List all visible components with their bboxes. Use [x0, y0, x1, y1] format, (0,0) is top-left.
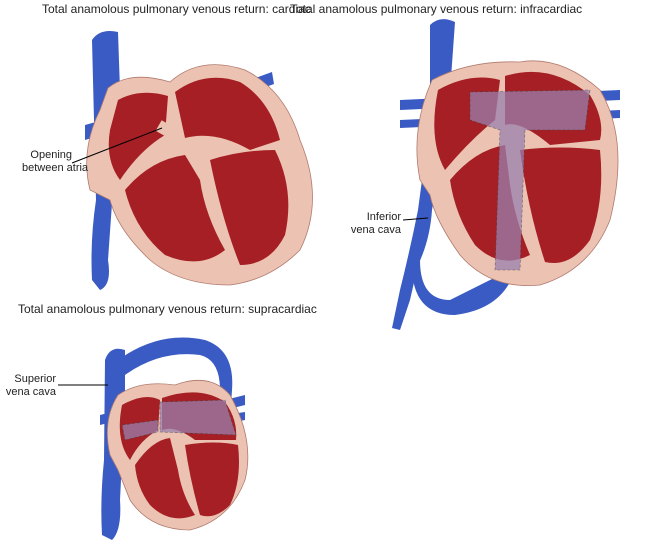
label-line: between atria [22, 162, 89, 174]
panel-title-cardiac: Total anamolous pulmonary venous return:… [42, 2, 311, 16]
panel-title-infracardiac: Total anamolous pulmonary venous return:… [290, 2, 583, 16]
leader-line-inferior [402, 217, 429, 221]
heart-cardiac [85, 31, 313, 290]
heart-infracardiac [392, 19, 620, 331]
label-line: Opening [30, 149, 72, 161]
leader-line-opening [71, 127, 163, 164]
label-line: Inferior [366, 211, 401, 223]
heart-supracardiac [100, 337, 249, 540]
label-line: vena cava [5, 386, 56, 398]
label-line: vena cava [350, 224, 401, 236]
label-inferior-vena-cava: Inferior vena cava [345, 211, 401, 237]
panel-title-supracardiac: Total anamolous pulmonary venous return:… [18, 302, 317, 316]
label-line: Superior [14, 373, 56, 385]
label-superior-vena-cava: Superior vena cava [2, 373, 56, 399]
label-opening-between-atria: Opening between atria [22, 149, 89, 175]
